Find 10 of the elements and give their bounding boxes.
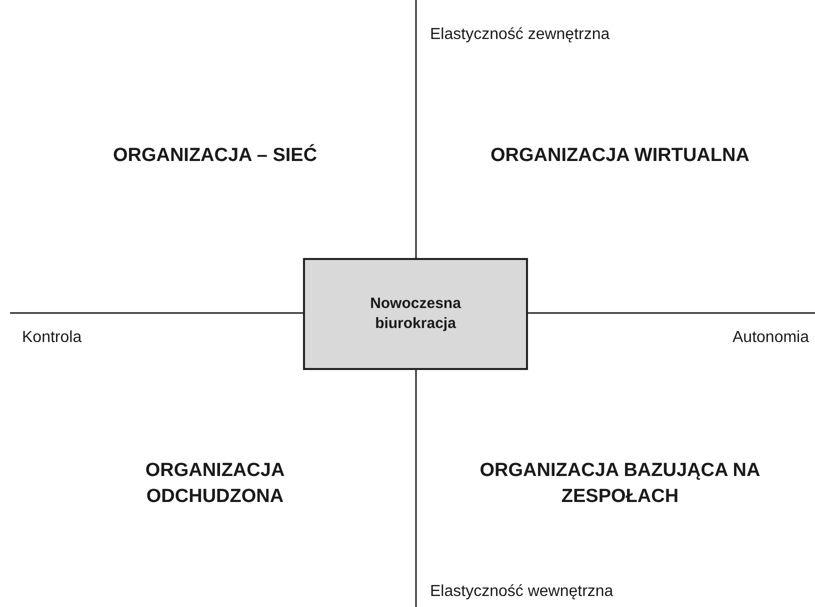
process-box [303,258,528,370]
axis-label: Elastyczność wewnętrzna [430,583,614,601]
quadrant-label: ORGANIZACJA – SIEĆ [112,143,318,168]
quadrant-label: ORGANIZACJA ODCHUDZONA [144,459,286,509]
quadrant-label: ORGANIZACJA WIRTUALNA [490,144,750,168]
box-label: Nowoczesna biurokracja [369,294,462,334]
axis-label: Autonomia [732,329,809,347]
axis-label: Elastyczność zewnętrzna [430,26,610,44]
axis-label: Kontrola [22,329,82,347]
quadrant-label: ORGANIZACJA BAZUJĄCA NA ZESPOŁACH [478,459,762,509]
